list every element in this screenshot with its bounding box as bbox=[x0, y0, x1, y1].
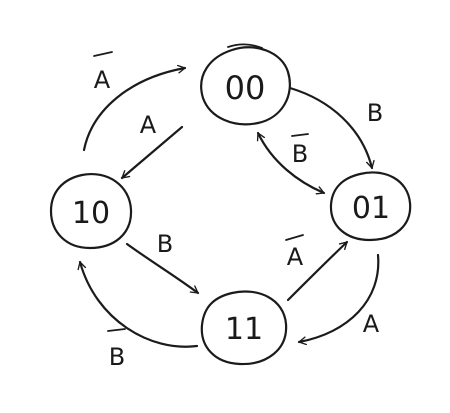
transition-00-to-10: A bbox=[120, 111, 184, 180]
state-label-10: 10 bbox=[72, 196, 110, 231]
state-circle-10 bbox=[49, 172, 133, 250]
transition-10-to-00: A bbox=[82, 51, 187, 152]
state-circle-00-sketch-stroke bbox=[227, 43, 263, 49]
transition-00-to-01: B bbox=[288, 86, 383, 170]
arrow-00-to-01 bbox=[288, 86, 375, 170]
transition-label-10-to-00: A bbox=[94, 66, 111, 94]
arrow-11-to-01 bbox=[286, 240, 349, 302]
transition-11-to-01: A bbox=[285, 234, 349, 302]
state-label-00: 00 bbox=[225, 69, 266, 107]
state-node-00: 00 bbox=[200, 43, 291, 126]
transition-label-00-to-10: A bbox=[140, 111, 157, 139]
transition-label-01-to-00: B bbox=[292, 140, 308, 168]
transition-label-10-to-11: B bbox=[157, 230, 173, 258]
transition-label-01-to-11: A bbox=[363, 310, 380, 338]
arrow-01-to-00 bbox=[256, 131, 326, 195]
state-node-10: 10 bbox=[49, 172, 133, 250]
transition-label-11-to-01: A bbox=[287, 243, 304, 271]
state-label-11: 11 bbox=[225, 312, 263, 347]
overbar-11-to-01 bbox=[285, 234, 304, 241]
transition-01-to-11: A bbox=[297, 253, 380, 346]
state-circle-11 bbox=[200, 290, 288, 366]
overbar-11-to-10 bbox=[107, 328, 126, 332]
transition-01-to-00: B bbox=[256, 131, 326, 195]
overbar-10-to-00 bbox=[93, 51, 113, 57]
transition-label-11-to-10: B bbox=[109, 343, 125, 371]
arrow-10-to-00 bbox=[82, 64, 187, 152]
state-circle-00 bbox=[200, 46, 291, 126]
arrow-00-to-10 bbox=[120, 125, 184, 180]
state-label-01: 01 bbox=[352, 191, 390, 226]
state-node-01: 01 bbox=[329, 171, 412, 242]
transition-11-to-10: B bbox=[77, 260, 199, 371]
arrow-11-to-10 bbox=[77, 260, 199, 348]
state-circle-01 bbox=[329, 171, 412, 242]
arrow-01-to-11 bbox=[297, 253, 380, 346]
state-node-11: 11 bbox=[200, 290, 288, 366]
arrow-10-to-11 bbox=[125, 242, 200, 295]
transition-label-00-to-01: B bbox=[367, 99, 383, 127]
overbar-01-to-00 bbox=[291, 133, 309, 137]
transition-10-to-11: B bbox=[125, 230, 200, 295]
